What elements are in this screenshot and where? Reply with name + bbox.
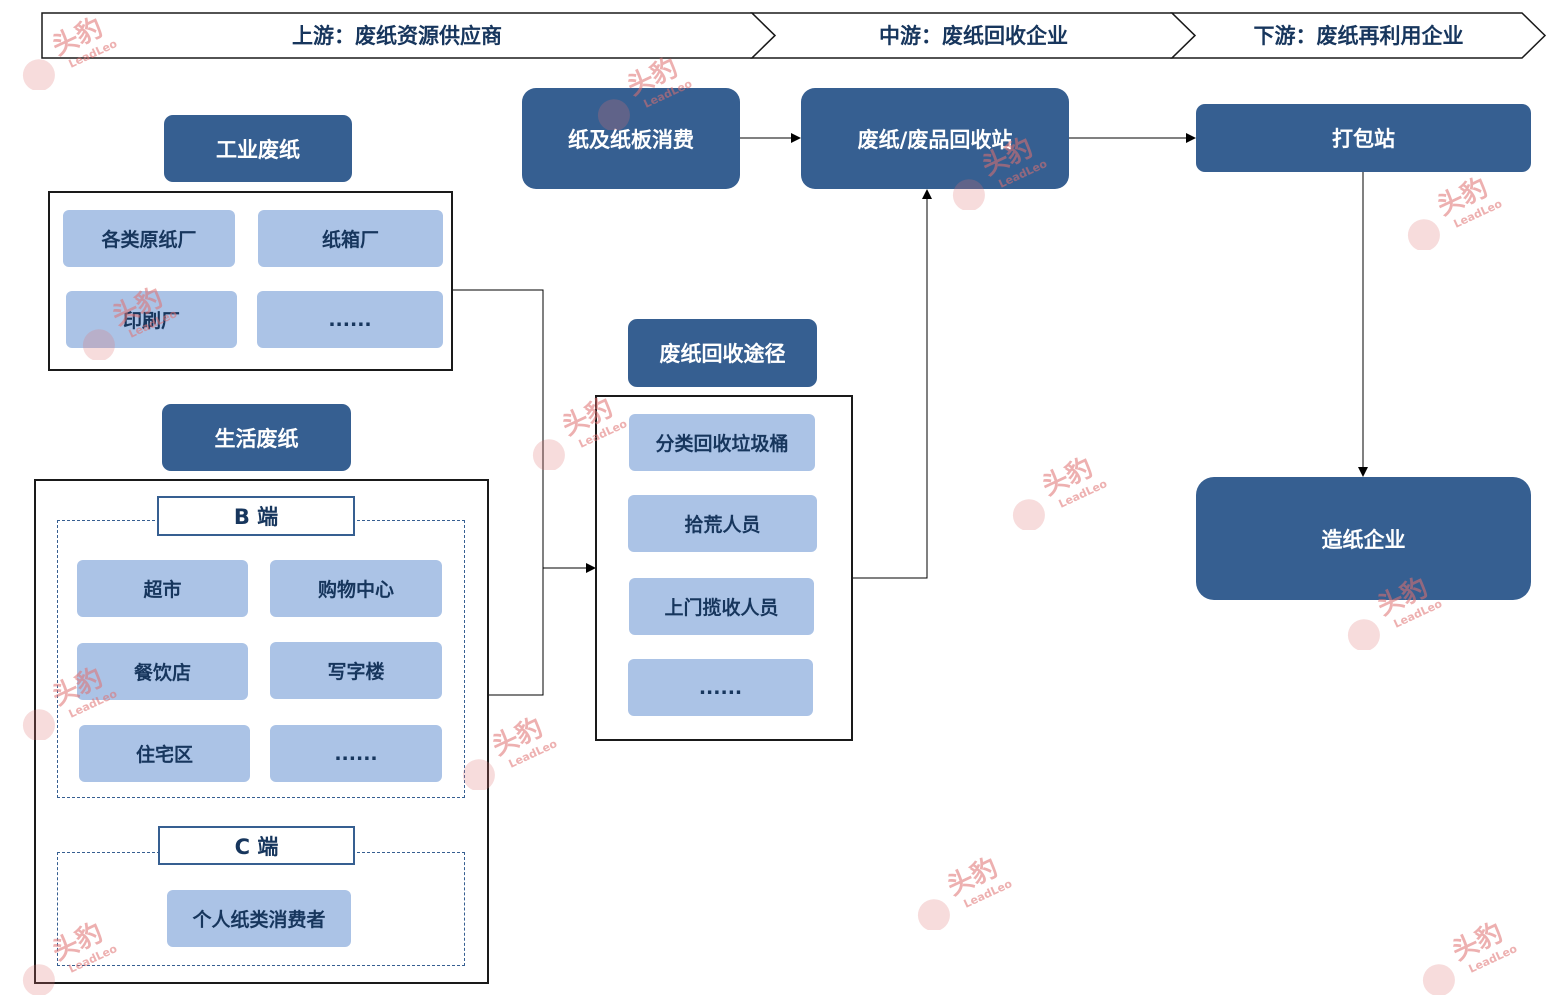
packing-station-box: 打包站 — [1196, 104, 1531, 172]
upstream-label: 上游：废纸资源供应商 — [292, 24, 502, 48]
channel-door-to-door-collectors: 上门揽收人员 — [629, 578, 814, 635]
sources-bracket — [452, 289, 544, 696]
industrial-sources-frame — [48, 191, 453, 371]
source-industrial-more: ...... — [257, 291, 443, 348]
source-base-paper-mill: 各类原纸厂 — [63, 210, 235, 267]
channel-sorting-bins: 分类回收垃圾桶 — [629, 414, 815, 471]
recycling-channels-frame — [595, 395, 853, 741]
c-end-label: C 端 — [158, 826, 355, 865]
arrow-to-station — [852, 189, 932, 579]
downstream-label: 下游：废纸再利用企业 — [1253, 24, 1464, 48]
b-end-office-building: 写字楼 — [270, 642, 442, 699]
paper-consumption-box: 纸及纸板消费 — [522, 88, 740, 189]
industrial-waste-title: 工业废纸 — [164, 115, 352, 182]
recycling-channels-title: 废纸回收途径 — [628, 319, 817, 387]
household-waste-title: 生活废纸 — [162, 404, 351, 471]
channel-scavengers: 拾荒人员 — [628, 495, 817, 552]
c-end-individual-consumer: 个人纸类消费者 — [167, 890, 351, 947]
household-sources-frame — [34, 479, 489, 984]
source-carton-factory: 纸箱厂 — [258, 210, 443, 267]
midstream-label: 中游：废纸回收企业 — [879, 24, 1068, 48]
recycling-station-box: 废纸/废品回收站 — [801, 88, 1069, 189]
channel-more: ...... — [628, 659, 813, 716]
b-end-shopping-mall: 购物中心 — [270, 560, 442, 617]
paper-mill-box: 造纸企业 — [1196, 477, 1531, 600]
b-end-restaurant: 餐饮店 — [77, 643, 248, 700]
b-end-more: ...... — [270, 725, 442, 782]
b-end-label: B 端 — [157, 496, 355, 536]
b-end-residential-area: 住宅区 — [79, 725, 250, 782]
b-end-supermarket: 超市 — [77, 560, 248, 617]
downstream-chevron — [1170, 12, 1547, 59]
source-printing-plant: 印刷厂 — [66, 291, 237, 348]
